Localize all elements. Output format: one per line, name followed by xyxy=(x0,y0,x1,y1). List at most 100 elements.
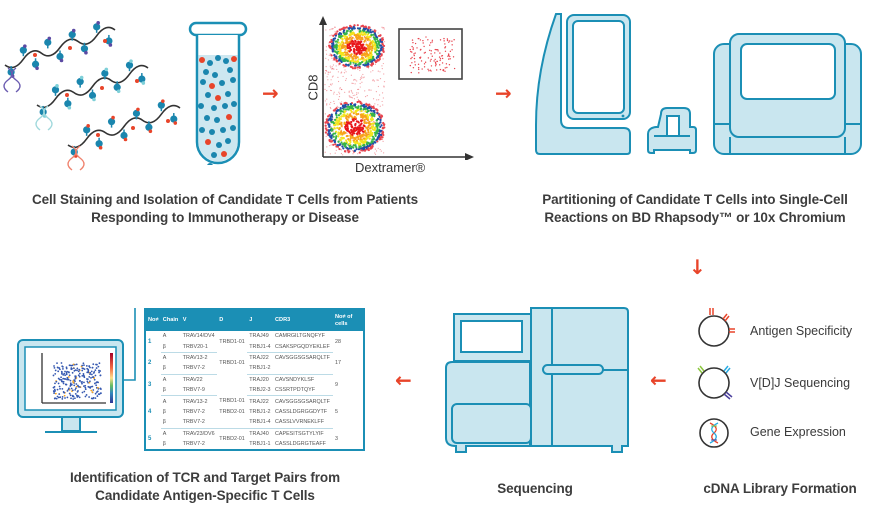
cell-chain: A xyxy=(162,376,167,383)
identification-caption-line2: Candidate Antigen-Specific T Cells xyxy=(95,488,315,503)
cell-no: 3 xyxy=(148,381,152,388)
dna-bead-icon xyxy=(699,418,729,448)
cell-v: TRBV7-2 xyxy=(182,408,205,415)
analysis-monitor xyxy=(17,308,136,433)
cell-chain: β xyxy=(160,417,181,429)
bd-rhapsody-instrument xyxy=(535,13,631,155)
cell-chain: A xyxy=(162,430,167,437)
cell-no: 2 xyxy=(148,360,152,367)
cell-j: TRBJ1-4 xyxy=(247,417,273,429)
cell-chain: β xyxy=(162,408,166,415)
col-chain: Chain xyxy=(160,309,181,331)
10x-chromium-instrument xyxy=(713,33,862,155)
dextramer-strand xyxy=(35,59,149,131)
cell-count: 3 xyxy=(335,435,338,442)
cell-v: TRAV13-2 xyxy=(182,398,208,405)
table-row: 3 A TRAV22 TRAJ20 CAVSNDYKLSF 9 xyxy=(145,374,364,388)
cell-no: 1 xyxy=(148,338,152,345)
cell-d: TRBD2-01 xyxy=(219,435,245,442)
dextramer-strand xyxy=(67,99,181,171)
staining-caption: Cell Staining and Isolation of Candidate… xyxy=(0,191,450,227)
sequencing-caption: Sequencing xyxy=(497,481,573,496)
cell-d: TRBD1-01 xyxy=(219,360,245,367)
cell-chain: A xyxy=(162,354,167,361)
flow-plot-x-label: Dextramer® xyxy=(355,160,426,175)
col-j: J xyxy=(247,309,273,331)
cell-count: 9 xyxy=(335,381,338,388)
arrow-left-2: ← xyxy=(395,368,412,392)
cell-chain: β xyxy=(160,363,181,375)
staining-caption-line1: Cell Staining and Isolation of Candidate… xyxy=(31,192,419,207)
partitioning-instruments xyxy=(535,13,862,155)
col-v: V xyxy=(180,309,218,331)
cell-cdr3: CASSLDGRGTEAFF xyxy=(272,438,333,451)
col-d: D xyxy=(217,309,248,331)
col-cells: No≠ of cells xyxy=(333,309,364,331)
color-scale-bar xyxy=(110,353,113,403)
cell-cdr3 xyxy=(272,363,333,375)
dextramer-strand xyxy=(3,21,116,93)
arrow-right-2: → xyxy=(495,81,512,105)
cell-cdr3: CAPESITSGTYLYIF xyxy=(274,430,324,437)
cell-count: 5 xyxy=(335,408,338,415)
cell-cdr3: CAVSNDYKLSF xyxy=(274,376,315,383)
cell-v: TRBV7-2 xyxy=(180,438,218,451)
cell-j: TRAJ49 xyxy=(249,333,269,340)
monitor-icon xyxy=(17,339,124,433)
cell-chain: β xyxy=(160,341,181,353)
cell-d xyxy=(217,417,248,429)
small-loading-device xyxy=(647,107,697,154)
cell-count: 28 xyxy=(335,338,341,345)
arrow-down: ↓ xyxy=(689,255,706,279)
cell-cdr3: CSSRTPDTQYF xyxy=(272,384,333,397)
tube-cells xyxy=(198,55,237,165)
cell-chain: A xyxy=(162,333,167,340)
identification-caption: Identification of TCR and Target Pairs f… xyxy=(20,469,390,505)
dextramer-strands-illustration xyxy=(3,21,181,171)
cell-chain: β xyxy=(160,438,181,451)
test-tube-icon xyxy=(188,21,248,165)
cell-cdr3: CASSLDGRGGDYTF xyxy=(274,408,328,415)
cell-v: TRBV7-2 xyxy=(180,417,218,429)
dextramer-positive-gate xyxy=(398,28,463,80)
cell-count: 17 xyxy=(335,360,341,367)
cell-no: 4 xyxy=(148,408,152,415)
flow-plot-events xyxy=(324,24,456,156)
cell-d: TRBD1-01 xyxy=(219,338,245,345)
cell-v: TRBV7-9 xyxy=(180,384,218,397)
dextramer-strands xyxy=(3,21,181,171)
flow-cytometry-plot xyxy=(319,16,474,160)
cell-chain: β xyxy=(160,384,181,397)
cell-j: TRAJ40 xyxy=(249,430,269,437)
arrow-right-1: → xyxy=(262,81,279,105)
cell-j: TRAJ20 xyxy=(249,376,269,383)
library-item-vdj: V[D]J Sequencing xyxy=(750,376,851,390)
connector-line xyxy=(123,308,136,381)
dna-icon xyxy=(3,67,21,93)
cell-no: 5 xyxy=(148,435,152,442)
cell-cdr3: CASSLVVRNEKLFF xyxy=(272,417,333,429)
cell-cdr3: CAVSGGSGSARQLTF xyxy=(274,354,330,361)
library-item-gene-expression: Gene Expression xyxy=(750,425,846,439)
identification-caption-line1: Identification of TCR and Target Pairs f… xyxy=(70,470,340,485)
dna-icon xyxy=(35,105,53,131)
cell-v: TRAV22 xyxy=(182,376,203,383)
cell-chain: A xyxy=(162,398,167,405)
arrow-left-1: ← xyxy=(650,368,667,392)
cell-j: TRAJ22 xyxy=(249,398,269,405)
library-beads xyxy=(697,308,735,448)
cell-v: TRAV23/DV6 xyxy=(182,430,215,437)
cell-j: TRBJ2-3 xyxy=(247,384,273,397)
cell-cdr3: CAVSGGSGSARQLTF xyxy=(274,398,330,405)
antigen-barcode-bead-icon xyxy=(698,308,735,347)
cell-j: TRBJ1-4 xyxy=(247,341,273,353)
